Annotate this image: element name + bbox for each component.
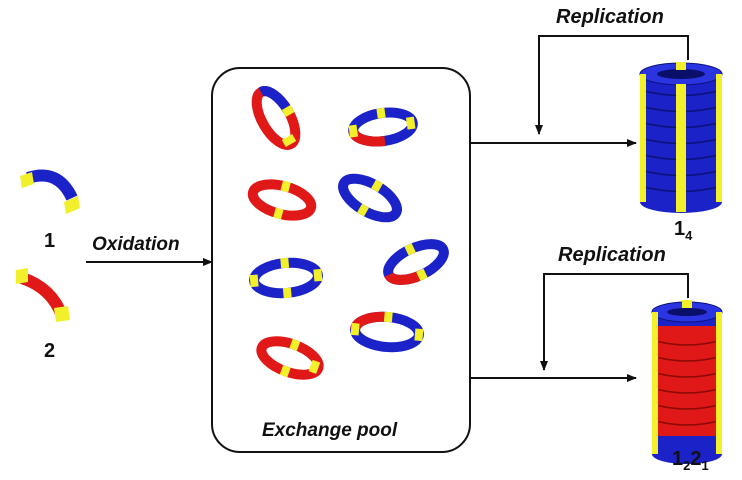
replication-label-top: Replication — [556, 6, 664, 28]
product-bottom-base1: 1 — [672, 448, 684, 470]
macrocycle-icon — [338, 173, 402, 223]
macrocycle-icon — [383, 239, 449, 285]
product-top-base: 1 — [674, 218, 686, 240]
macrocycle-icon — [247, 179, 317, 221]
oxidation-label: Oxidation — [92, 234, 180, 255]
product-bottom-label: 1221 — [672, 448, 709, 473]
exchange-pool-label: Exchange pool — [262, 420, 398, 441]
monomer-2-icon — [16, 268, 70, 322]
replication-loop-top — [535, 35, 689, 135]
macrocycle-icon — [350, 311, 424, 353]
compound-2-label: 2 — [44, 340, 56, 362]
stack-bottom-icon — [651, 300, 723, 464]
exchange-pool-box — [211, 67, 471, 453]
macrocycle-icon — [251, 86, 301, 150]
monomer-1-icon — [20, 169, 80, 214]
product-top-label: 14 — [674, 218, 692, 243]
product-bottom-sub2: 1 — [701, 458, 709, 473]
product-bottom-base2: 2 — [690, 448, 702, 470]
stack-top-icon — [639, 62, 723, 213]
replication-loop-bottom — [540, 273, 689, 371]
macrocycle-icon — [348, 107, 418, 147]
product-bottom-sub1: 2 — [683, 458, 691, 473]
replication-label-bottom: Replication — [558, 244, 666, 266]
macrocycle-icon — [256, 336, 324, 380]
product-top-sub: 4 — [685, 228, 693, 243]
macrocycle-icon — [249, 257, 323, 299]
compound-1-label: 1 — [44, 230, 56, 252]
